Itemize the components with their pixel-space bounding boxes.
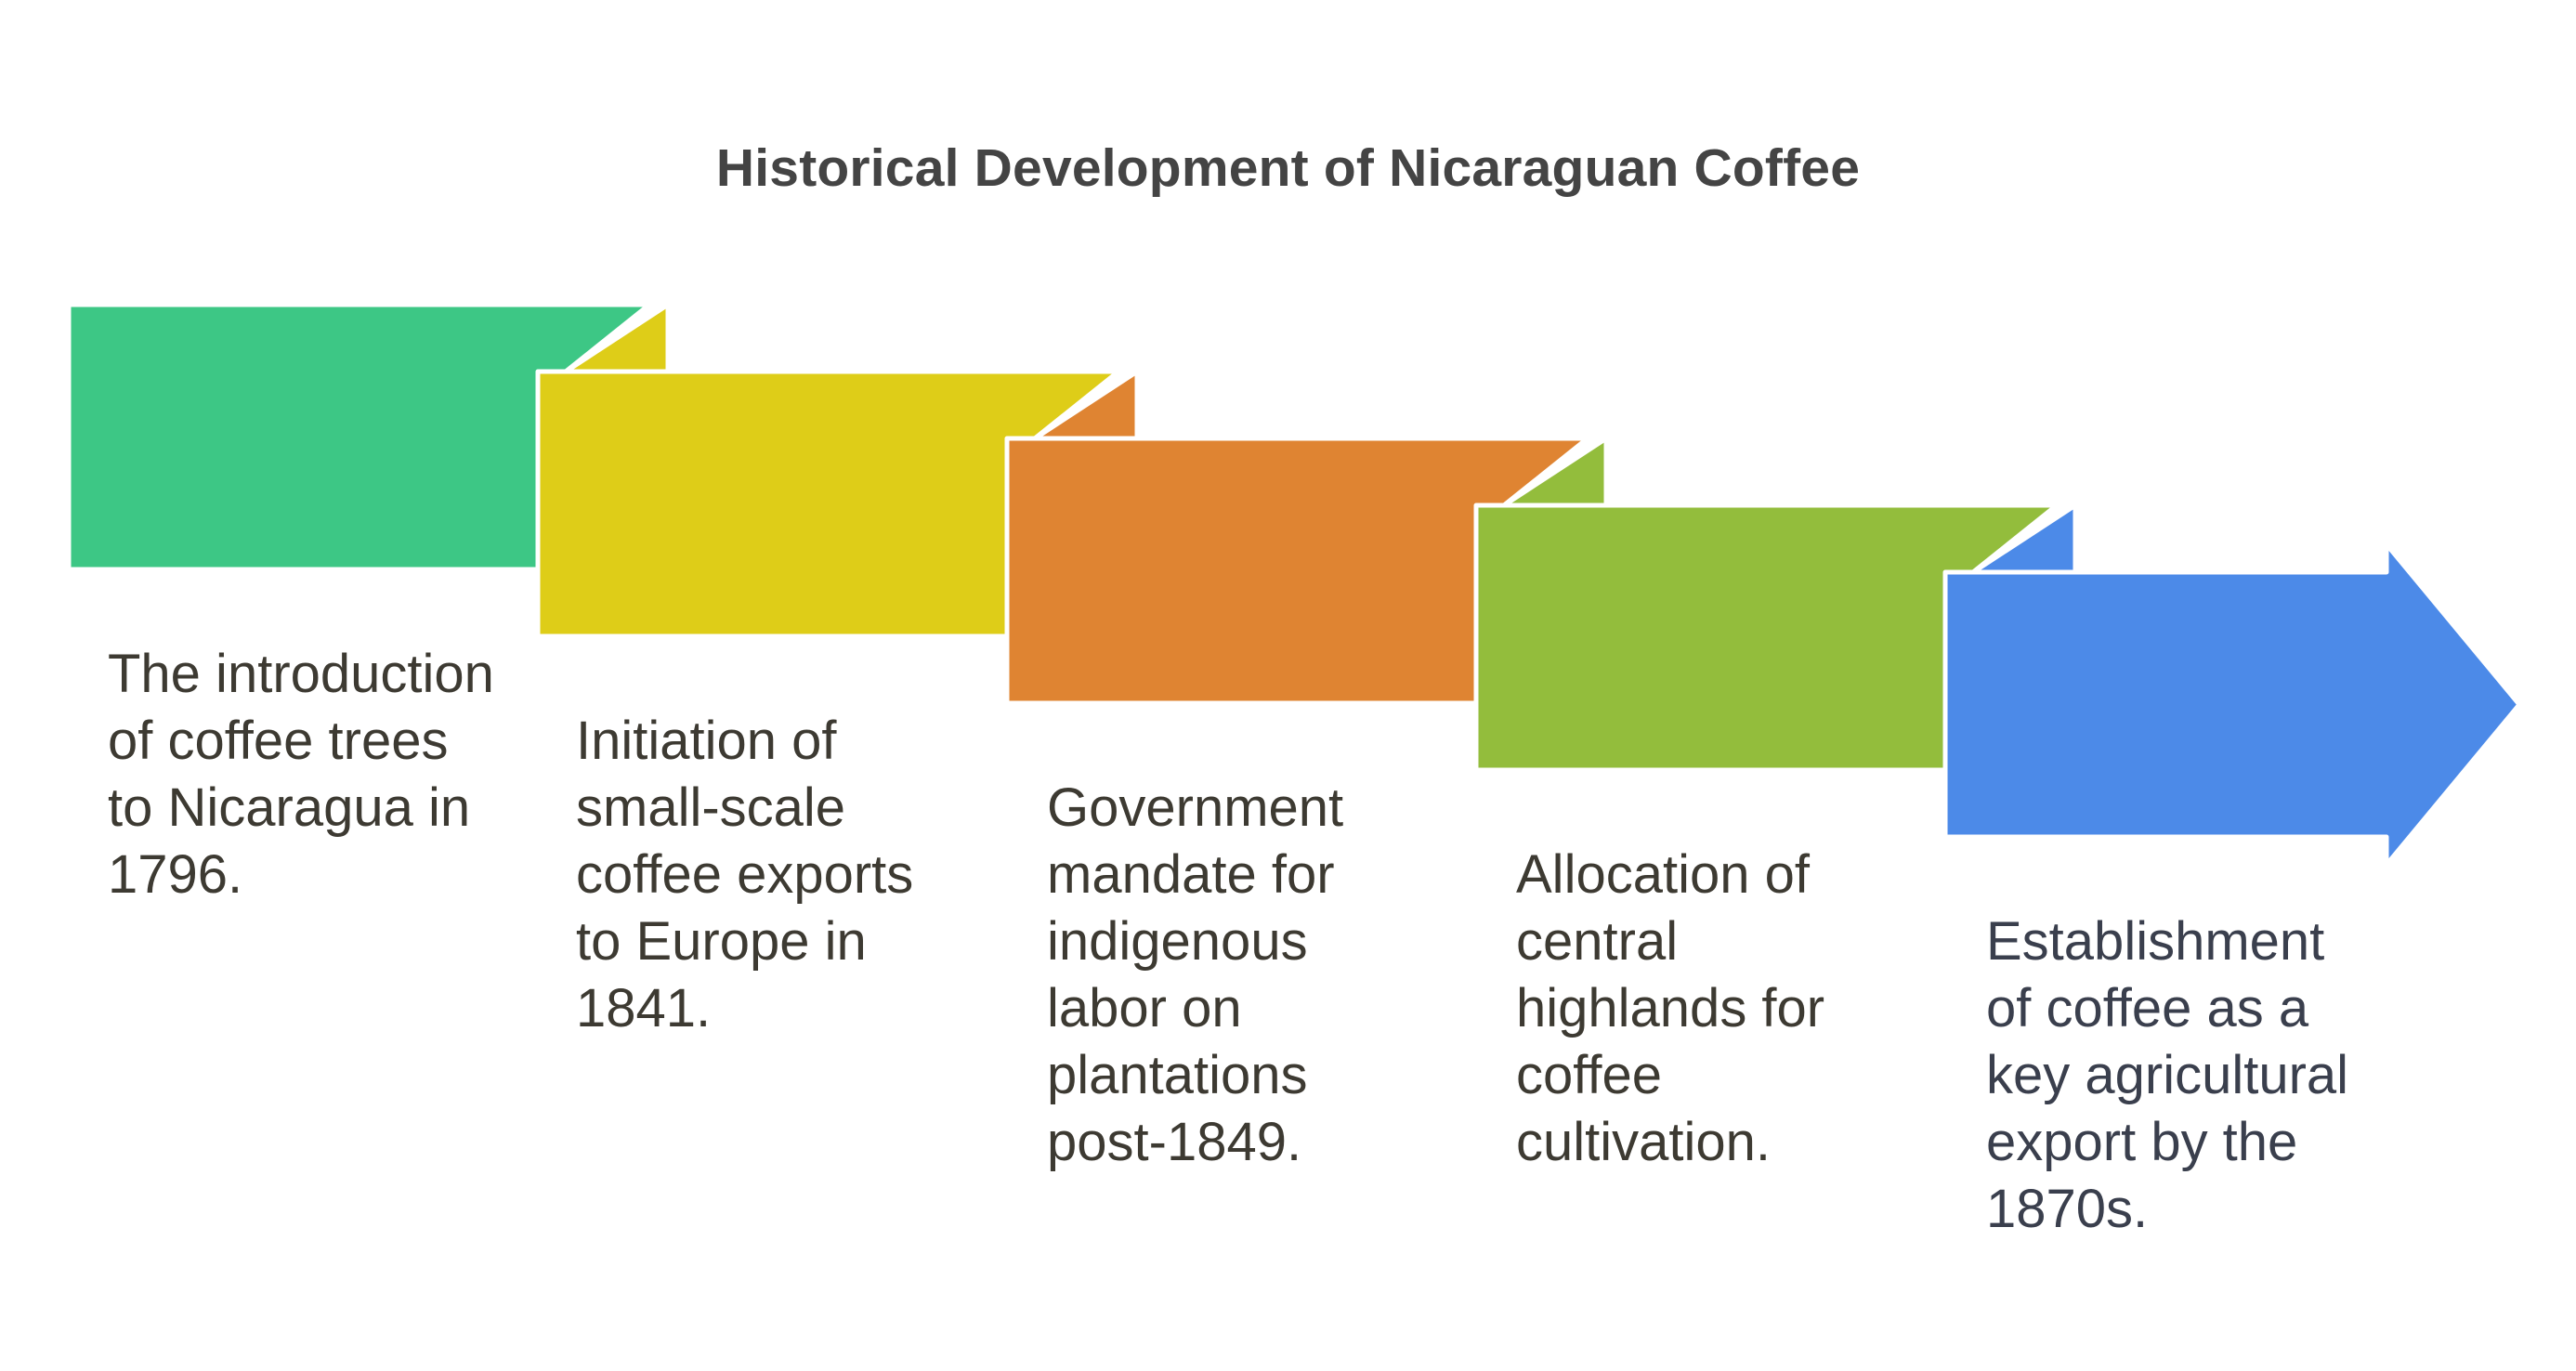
step-1-text: The introduction of coffee trees to Nica…: [108, 644, 494, 905]
step-3-text: Government mandate for indigenous labor …: [1047, 777, 1344, 1172]
step-2-text: Initiation of small-scale coffee exports…: [576, 711, 914, 1038]
step-5-arrow: [1942, 542, 2522, 868]
step-4-text: Allocation of central highlands for coff…: [1516, 844, 1825, 1172]
diagram-title: Historical Development of Nicaraguan Cof…: [715, 138, 1861, 198]
step-5-text: Establishment of coffee as a key agricul…: [1986, 911, 2349, 1239]
